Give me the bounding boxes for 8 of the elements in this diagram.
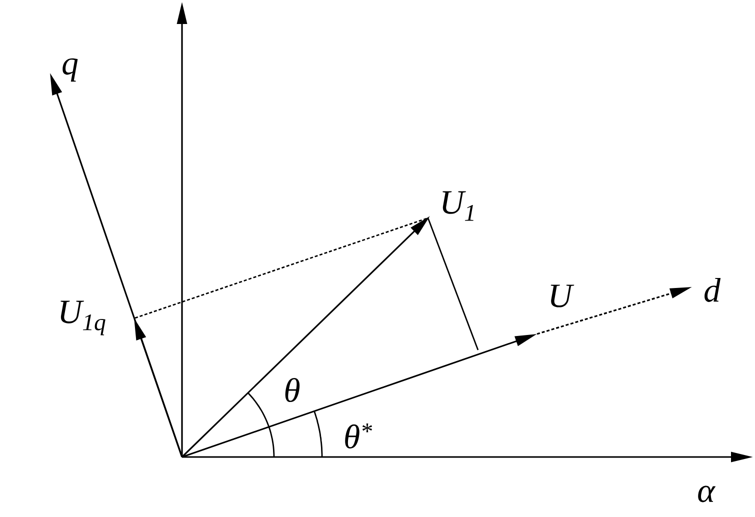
vector-label: U	[550, 284, 574, 308]
vector-label: θ$^{*}$	[345, 424, 372, 448]
vector-label: θ	[285, 378, 300, 402]
vector-label: U$_{1q}$	[60, 300, 106, 336]
vector-label: U$_{1}$	[442, 191, 474, 221]
vector-label: q	[62, 58, 78, 82]
vector-label: α	[698, 486, 716, 502]
vector-label: d	[704, 278, 721, 302]
